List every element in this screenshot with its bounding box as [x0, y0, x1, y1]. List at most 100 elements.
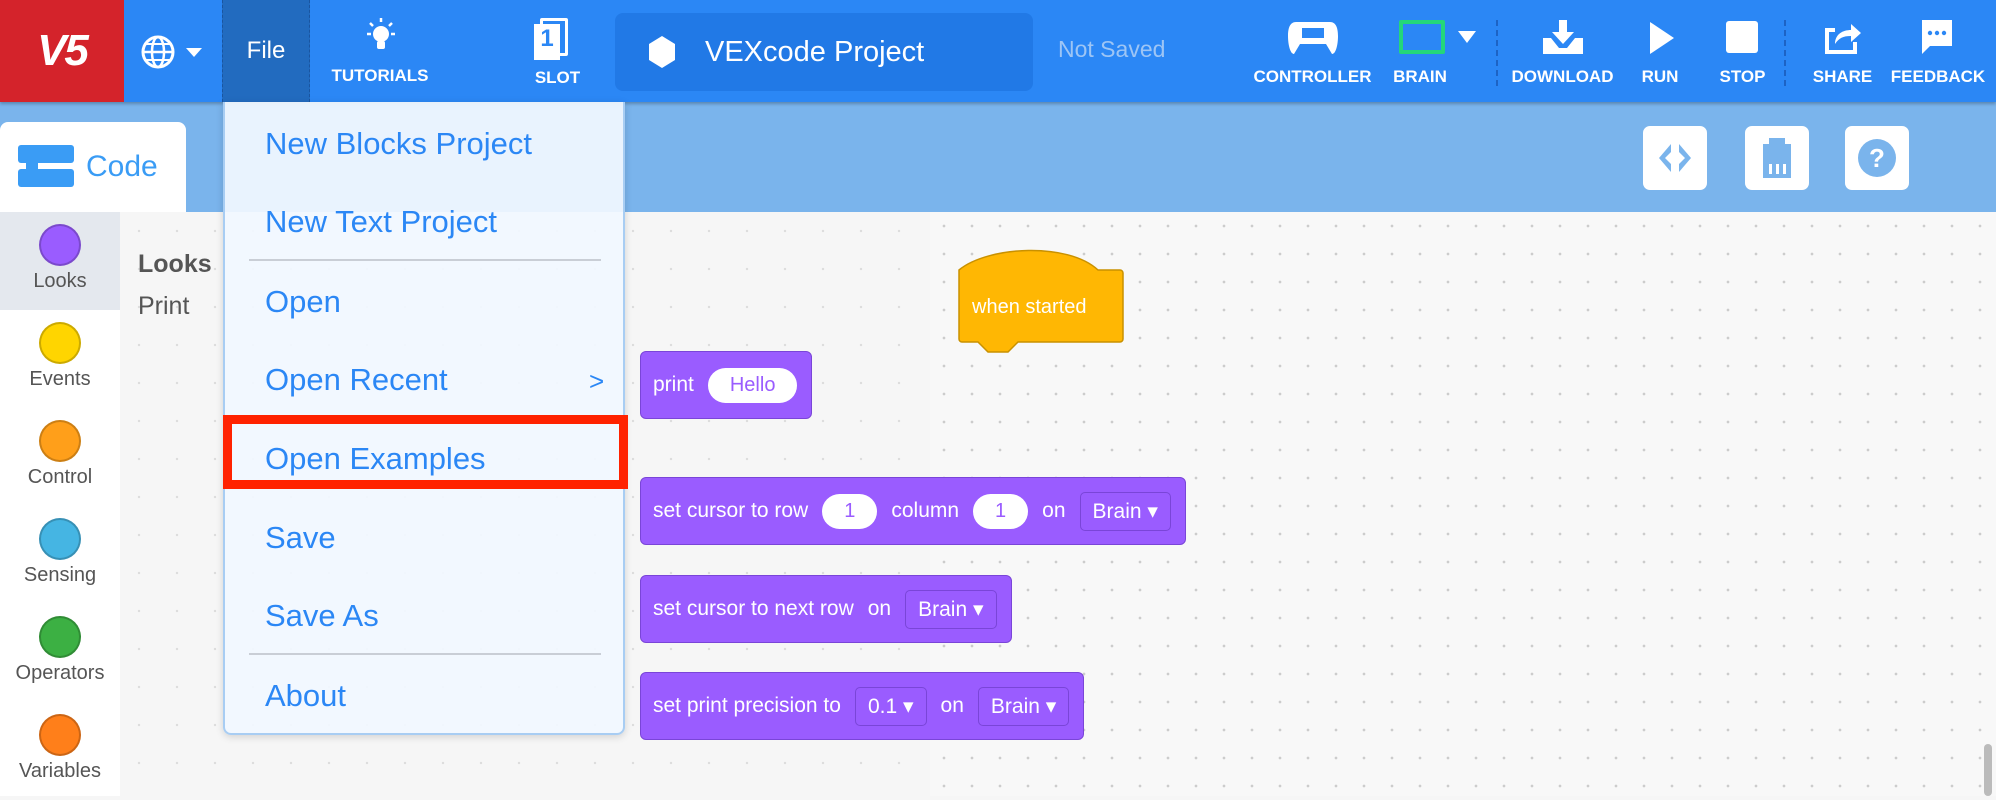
lightbulb-icon	[367, 18, 395, 49]
menu-item-open[interactable]: Open	[265, 284, 341, 319]
device-value: Brain	[1092, 499, 1142, 523]
block-label: set print precision to	[653, 694, 841, 717]
menu-item-open-recent[interactable]: Open Recent	[265, 362, 448, 397]
palette-section-title: Looks	[138, 250, 212, 278]
palette-subsection-title: Print	[138, 292, 190, 320]
category-operators[interactable]: Operators	[0, 604, 120, 702]
hexagon-icon	[649, 36, 675, 68]
block-label: on	[940, 694, 964, 717]
slot-number: 1	[534, 24, 560, 60]
highlight-box	[223, 415, 628, 489]
tab-code[interactable]: Code	[0, 122, 186, 212]
category-dot-icon	[39, 420, 81, 462]
category-dot-icon	[39, 616, 81, 658]
menu-item-new-blocks-project[interactable]: New Blocks Project	[265, 126, 533, 161]
when-started-label: when started	[972, 296, 1087, 318]
column-input[interactable]: 1	[973, 493, 1029, 529]
tutorials-button[interactable]: TUTORIALS	[325, 12, 435, 92]
category-looks[interactable]: Looks	[0, 212, 120, 310]
toolbar-divider	[1496, 20, 1498, 86]
category-label: Looks	[33, 270, 87, 292]
category-dot-icon	[39, 322, 81, 364]
project-name-field[interactable]: VEXcode Project	[615, 13, 1033, 91]
block-label: on	[867, 597, 892, 620]
stop-button[interactable]: STOP	[1710, 18, 1775, 92]
globe-icon	[141, 35, 202, 69]
set-cursor-block[interactable]: set cursor to row 1 column 1 on Brain ▾	[640, 477, 1186, 545]
file-menu-button[interactable]: File	[222, 0, 310, 102]
category-dot-icon	[39, 714, 81, 756]
controller-button[interactable]: CONTROLLER	[1250, 18, 1375, 92]
category-label: Events	[29, 368, 91, 390]
chevron-down-icon	[1458, 31, 1476, 43]
device-value: Brain	[990, 694, 1040, 718]
category-label: Operators	[15, 662, 105, 684]
brain-icon	[1399, 20, 1445, 54]
device-dropdown[interactable]: Brain ▾	[905, 589, 997, 629]
code-view-button[interactable]	[1643, 126, 1707, 190]
when-started-block[interactable]	[958, 246, 1124, 356]
code-tab-label: Code	[86, 150, 158, 183]
slot-button[interactable]: 1 SLOT	[520, 14, 595, 90]
device-value: Brain	[918, 597, 968, 621]
print-block[interactable]: print Hello	[640, 351, 813, 419]
category-sensing[interactable]: Sensing	[0, 506, 120, 604]
language-button[interactable]	[140, 32, 210, 72]
feedback-icon	[1922, 20, 1952, 54]
download-icon	[1543, 20, 1583, 54]
category-variables[interactable]: Variables	[0, 702, 120, 800]
stop-label: STOP	[1719, 67, 1766, 86]
row-input[interactable]: 1	[822, 493, 878, 529]
download-label: DOWNLOAD	[1511, 67, 1614, 86]
menu-item-save-as[interactable]: Save As	[265, 598, 379, 633]
block-label: print	[653, 373, 694, 396]
menu-item-save[interactable]: Save	[265, 520, 336, 555]
category-events[interactable]: Events	[0, 310, 120, 408]
brain-button[interactable]: BRAIN	[1385, 18, 1495, 92]
help-icon: ?	[1858, 139, 1896, 177]
menu-divider	[249, 653, 601, 655]
help-button[interactable]: ?	[1845, 126, 1909, 190]
share-label: SHARE	[1812, 67, 1873, 86]
menu-divider	[249, 259, 601, 261]
canvas-scrollbar[interactable]	[1984, 744, 1992, 796]
save-status: Not Saved	[1058, 36, 1166, 62]
feedback-button[interactable]: FEEDBACK	[1888, 18, 1988, 92]
port-icon	[1763, 138, 1791, 178]
device-dropdown[interactable]: Brain ▾	[1079, 491, 1171, 531]
svg-text:?: ?	[1869, 143, 1885, 173]
category-dot-icon	[39, 518, 81, 560]
submenu-arrow-icon: >	[589, 366, 605, 396]
block-label: column	[891, 499, 960, 522]
controller-label: CONTROLLER	[1253, 67, 1372, 86]
run-label: RUN	[1641, 67, 1679, 86]
print-precision-block[interactable]: set print precision to 0.1 ▾ on Brain ▾	[640, 672, 1085, 740]
menu-item-about[interactable]: About	[265, 678, 347, 713]
category-control[interactable]: Control	[0, 408, 120, 506]
menu-item-new-text-project[interactable]: New Text Project	[265, 204, 498, 239]
device-dropdown[interactable]: Brain ▾	[977, 686, 1070, 726]
v5-logo: V5	[0, 0, 124, 102]
device-info-button[interactable]	[1745, 126, 1809, 190]
share-icon	[1825, 24, 1861, 54]
print-value-input[interactable]: Hello	[707, 367, 798, 403]
feedback-label: FEEDBACK	[1890, 67, 1986, 86]
controller-icon	[1288, 22, 1338, 54]
category-label: Control	[27, 466, 93, 488]
tutorials-label: TUTORIALS	[331, 66, 429, 85]
precision-dropdown[interactable]: 0.1 ▾	[854, 686, 927, 726]
play-icon	[1650, 22, 1674, 54]
project-name: VEXcode Project	[705, 35, 925, 68]
menu-item-open-examples[interactable]: Open Examples	[265, 441, 486, 476]
share-button[interactable]: SHARE	[1805, 18, 1880, 92]
code-blocks-icon	[18, 145, 74, 187]
run-button[interactable]: RUN	[1630, 18, 1690, 92]
slot-label: SLOT	[534, 68, 581, 87]
download-button[interactable]: DOWNLOAD	[1505, 18, 1620, 92]
next-row-block[interactable]: set cursor to next row on Brain ▾	[640, 575, 1012, 643]
toolbar-divider	[1784, 20, 1786, 86]
block-label: on	[1042, 499, 1066, 522]
category-label: Sensing	[23, 564, 97, 586]
category-label: Variables	[19, 760, 101, 782]
block-label: set cursor to row	[653, 499, 809, 522]
